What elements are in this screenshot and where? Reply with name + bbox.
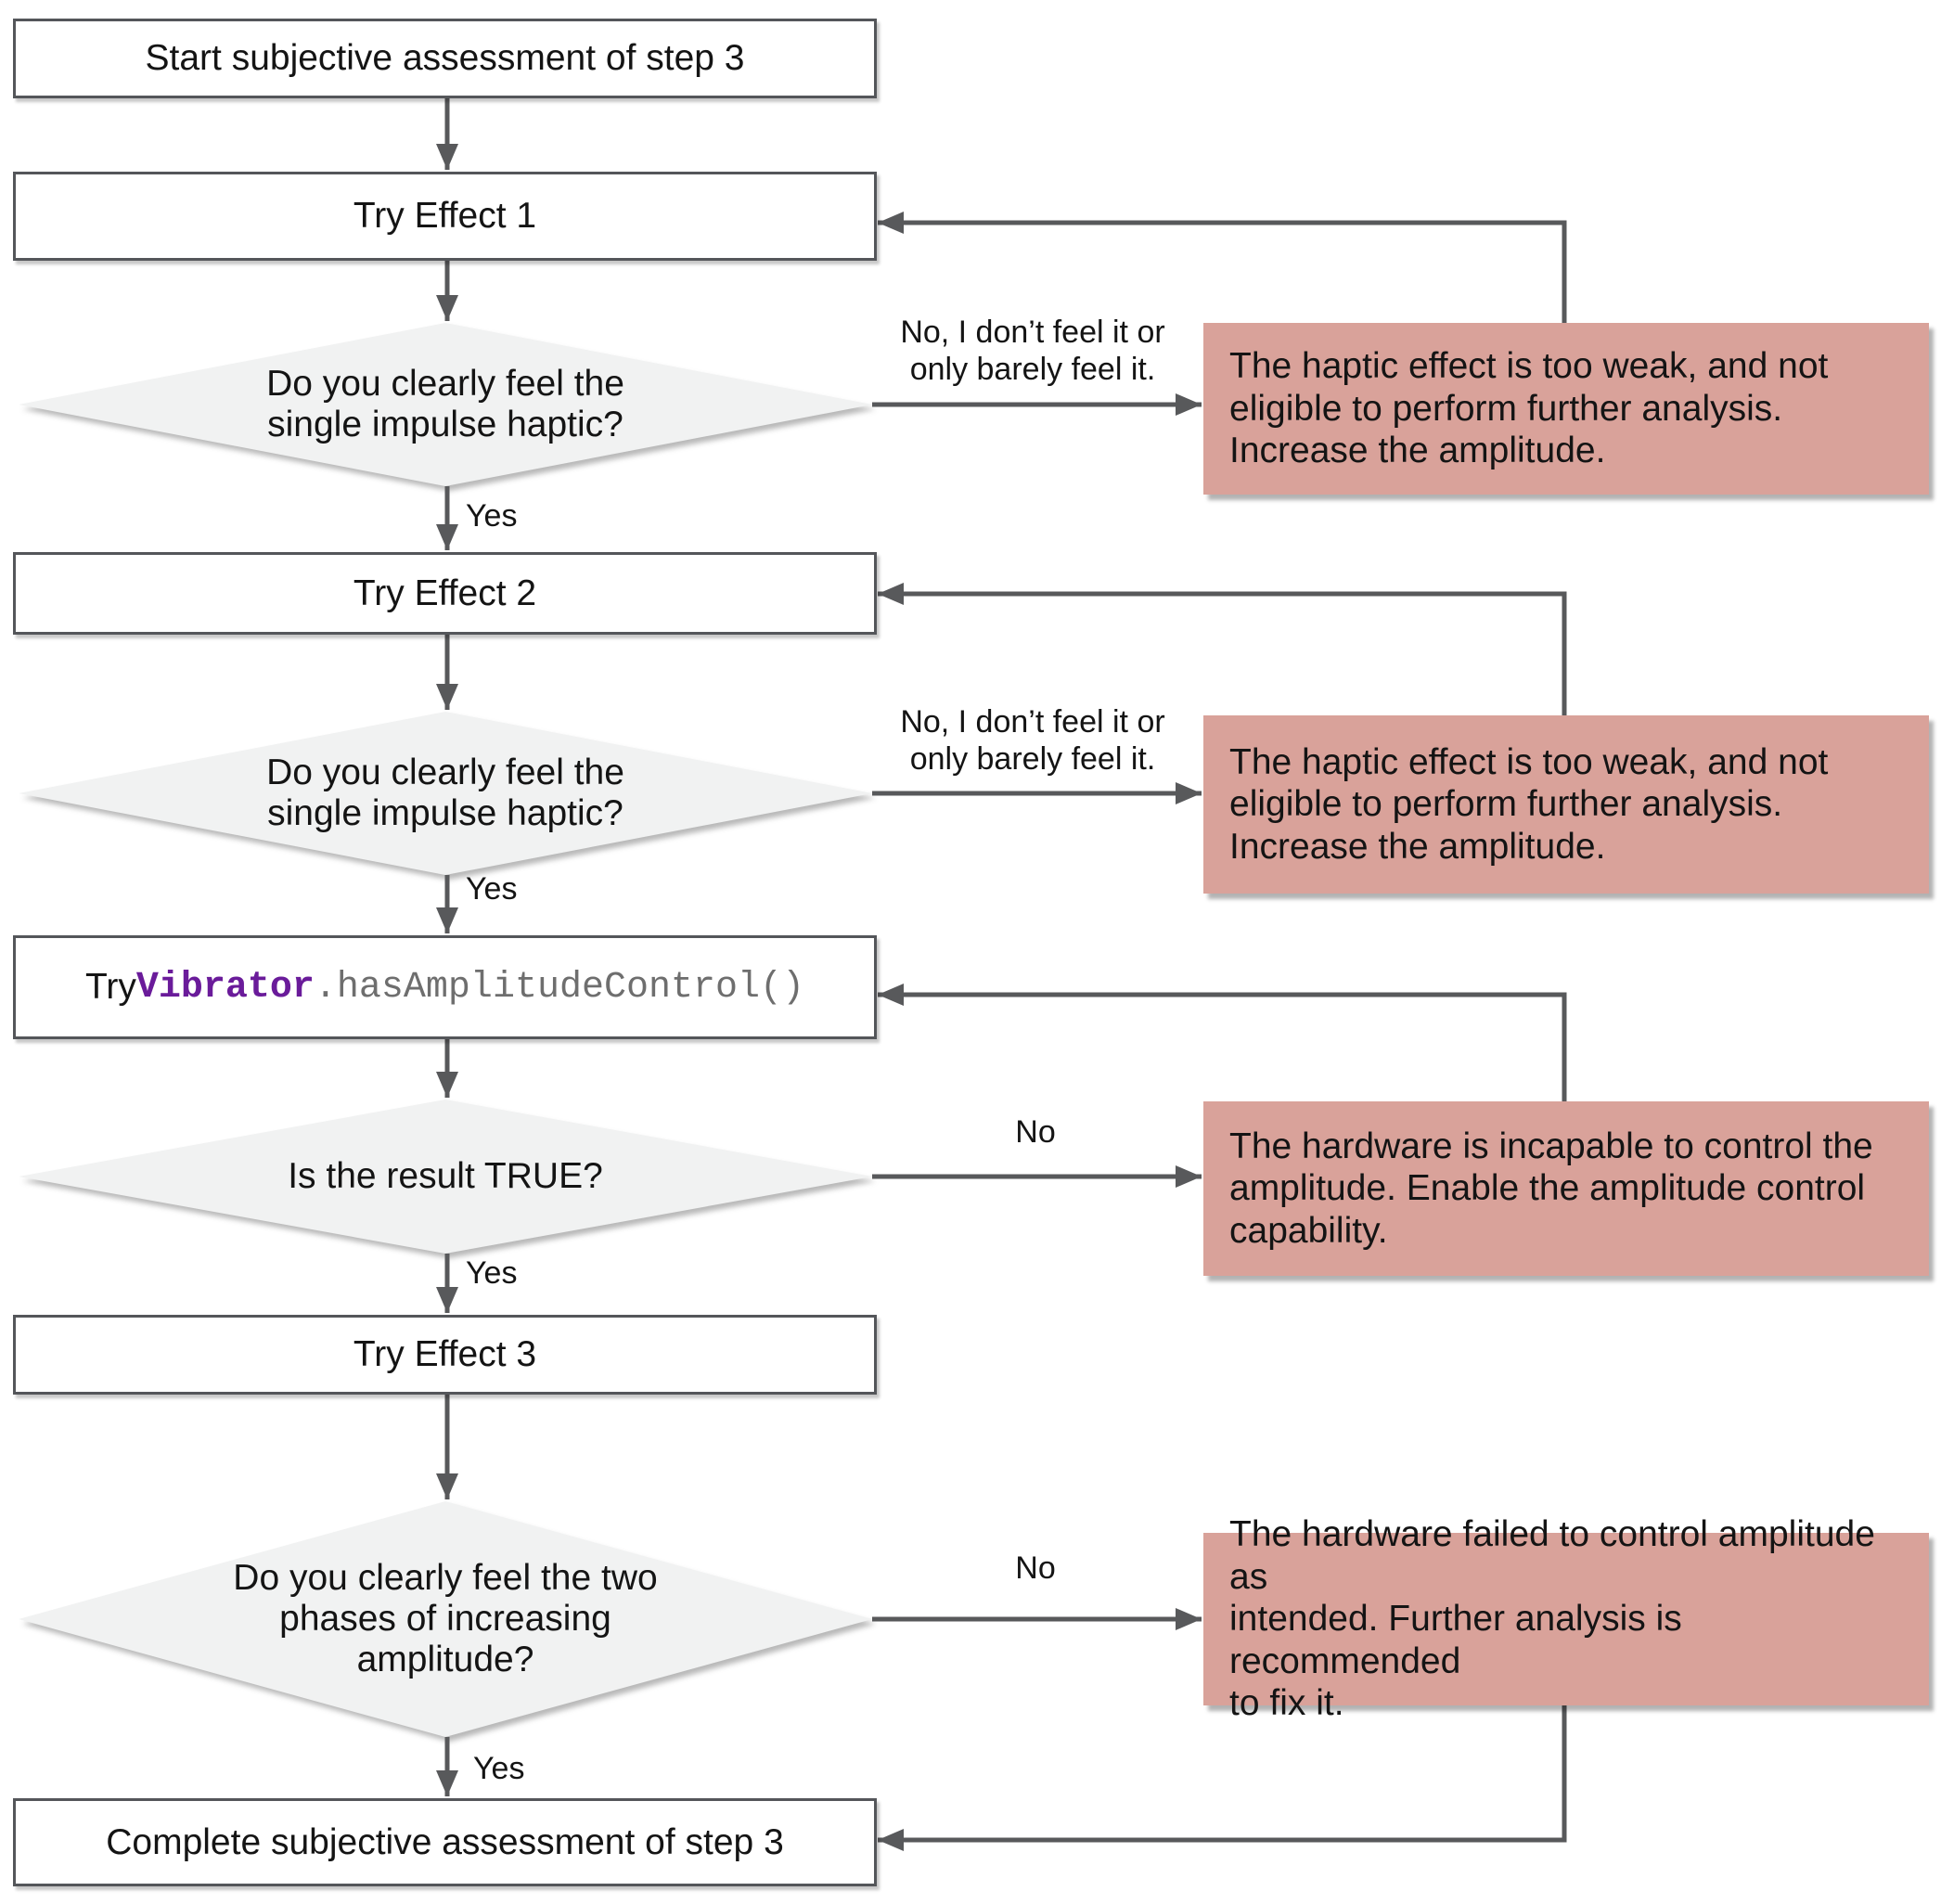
connector-alert2-loop-effect2 [878, 583, 1567, 715]
decision-two-phases-label: Do you clearly feel the two phases of in… [233, 1557, 658, 1680]
connector-alert3-loop-api [878, 984, 1567, 1101]
edge-label-no-feel-1: No, I don’t feel it or only barely feel … [900, 315, 1165, 388]
node-api-check: Try Vibrator.hasAmplitudeControl() [13, 935, 877, 1039]
diamond-feel-1 [19, 323, 872, 486]
edge-label-yes-2: Yes [466, 871, 518, 907]
edge-label-yes-4: Yes [473, 1751, 525, 1786]
edge-label-no-feel-2: No, I don’t feel it or only barely feel … [900, 704, 1165, 778]
node-complete: Complete subjective assessment of step 3 [13, 1798, 877, 1886]
decision-result-true-label: Is the result TRUE? [288, 1155, 603, 1196]
edge-label-no-2: No [1015, 1550, 1056, 1586]
diamond-two-phases [19, 1501, 872, 1737]
edge-label-no-1: No [1015, 1114, 1056, 1150]
api-check-method: .hasAmplitudeControl() [314, 966, 804, 1009]
api-check-class: Vibrator [135, 966, 315, 1009]
api-check-prefix: Try [85, 967, 136, 1007]
alert-too-weak-1: The haptic effect is too weak, and not e… [1203, 323, 1929, 495]
node-try-effect-2: Try Effect 2 [13, 552, 877, 635]
edge-label-yes-3: Yes [466, 1255, 518, 1291]
decision-feel-2-label: Do you clearly feel the single impulse h… [266, 752, 624, 833]
connector-alert4-to-complete [878, 1705, 1567, 1851]
edge-label-yes-1: Yes [466, 498, 518, 534]
decision-feel-1-label: Do you clearly feel the single impulse h… [266, 363, 624, 444]
diamond-result-true [19, 1100, 872, 1254]
alert-too-weak-2: The haptic effect is too weak, and not e… [1203, 715, 1929, 894]
node-try-effect-3: Try Effect 3 [13, 1315, 877, 1395]
diamond-feel-2 [19, 712, 872, 875]
connector-alert1-loop-effect1 [878, 212, 1567, 323]
node-start: Start subjective assessment of step 3 [13, 19, 877, 98]
alert-failed: The hardware failed to control amplitude… [1203, 1514, 1929, 1723]
node-try-effect-1: Try Effect 1 [13, 172, 877, 261]
alert-incapable: The hardware is incapable to control the… [1203, 1101, 1929, 1276]
